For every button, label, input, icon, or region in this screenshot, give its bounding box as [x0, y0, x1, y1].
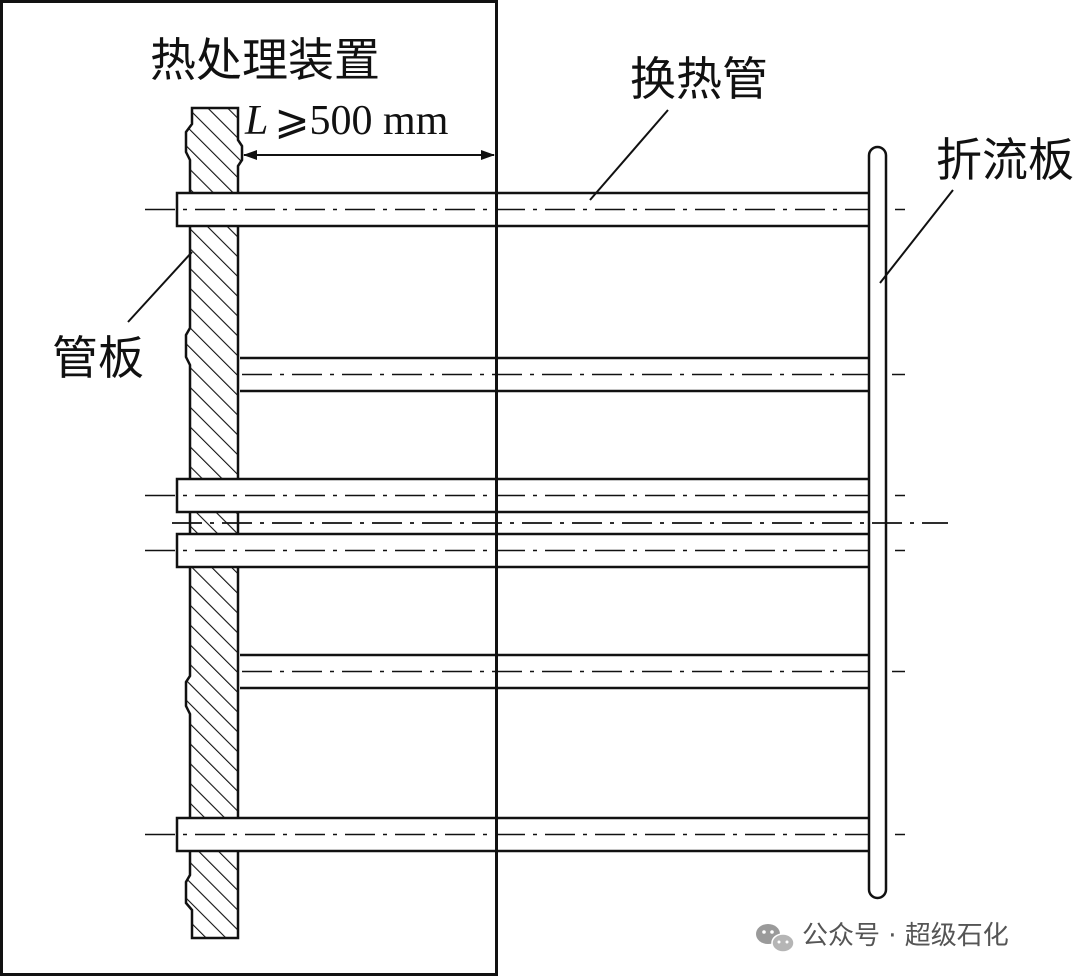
watermark-text: 公众号 · 超级石化 [802, 921, 1009, 951]
heat-exchange-tube [145, 532, 905, 569]
heat-exchange-tube [240, 356, 905, 393]
heat-exchange-tube [240, 653, 905, 690]
heat-exchange-tube-leader [589, 109, 669, 201]
dimension-label: L⩾500 mm [244, 98, 449, 144]
tube-sheet-leader [127, 251, 193, 323]
heat-exchange-tubes [145, 1, 905, 975]
watermark: 公众号 · 超级石化 [756, 921, 1009, 953]
tube-sheet-label: 管板 [52, 331, 144, 385]
wechat-icon [756, 924, 795, 953]
heat-treatment-device-label: 热处理装置 [150, 33, 380, 87]
baffle-plate-label: 折流板 [936, 133, 1074, 187]
heat-exchange-tube [145, 816, 905, 853]
dimension-symbol: L [244, 98, 268, 144]
dimension-relation: ⩾500 mm [274, 98, 448, 144]
heat-exchange-tube-label: 换热管 [630, 52, 768, 106]
heat-exchange-tube [145, 477, 905, 514]
baffle-plate-leader [879, 189, 954, 284]
heat-exchange-tube [145, 191, 905, 228]
